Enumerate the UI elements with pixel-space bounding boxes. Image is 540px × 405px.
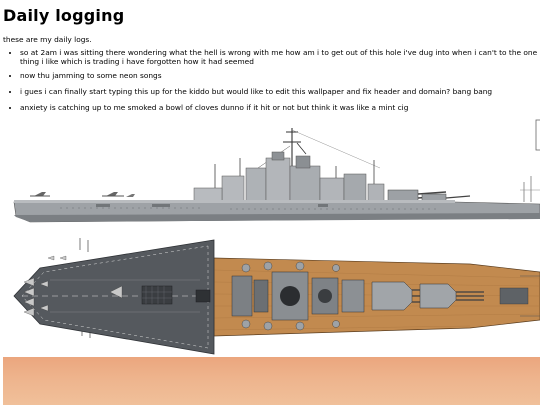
battleship-side-view-image (13, 119, 540, 223)
intro-text: these are my daily logs. (3, 35, 92, 44)
log-entry: anxiety is catching up to me smoked a bo… (20, 103, 540, 112)
log-entry: so at 2am i was sitting there wondering … (20, 48, 540, 66)
page-title: Daily logging (3, 6, 125, 25)
sunset-wallpaper (3, 357, 540, 405)
log-list: so at 2am i was sitting there wondering … (12, 48, 540, 119)
log-entry: i gues i can finally start typing this u… (20, 87, 540, 96)
battleship-top-view-image (13, 238, 540, 355)
log-entry: now thu jamming to some neon songs (20, 71, 540, 80)
